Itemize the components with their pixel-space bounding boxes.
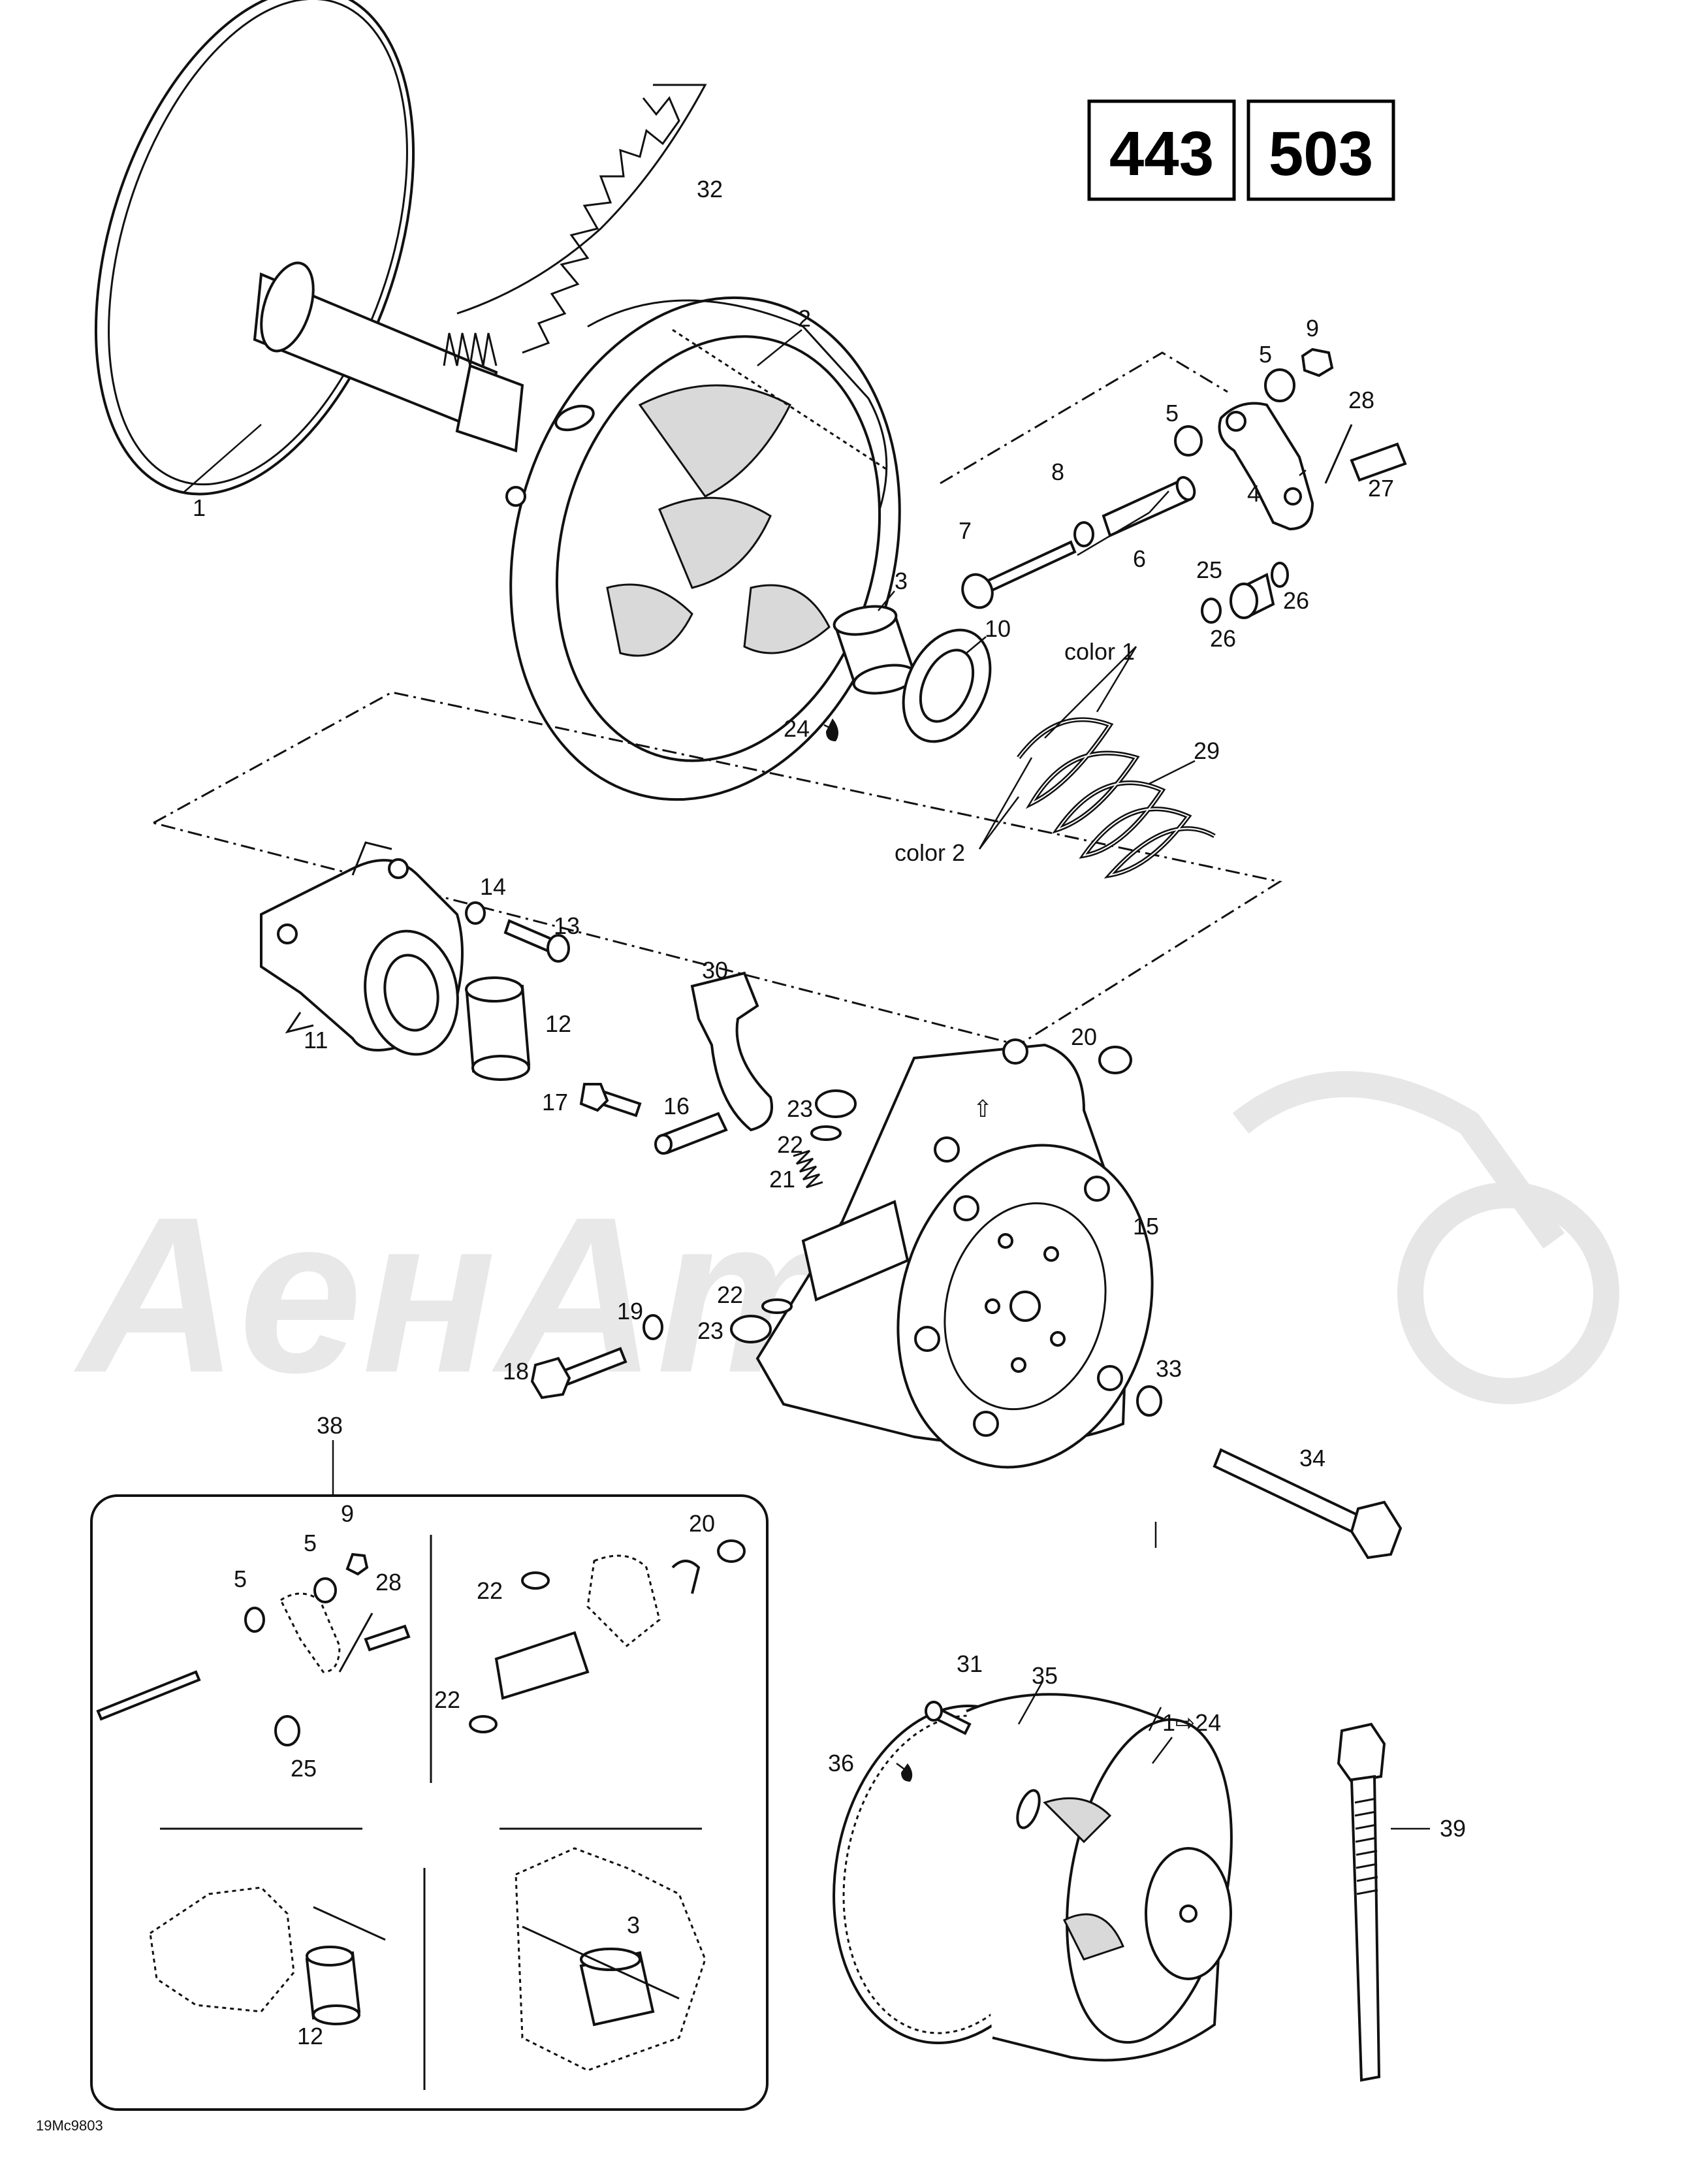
screw-13: [503, 919, 570, 963]
movable-sheave: [505, 296, 901, 801]
label-6: 6: [1133, 545, 1146, 572]
label-26b: 26: [1210, 625, 1236, 652]
label-3: 3: [895, 568, 908, 594]
label-32: 32: [697, 176, 723, 202]
part-labels: 1 2 3 4 5 5 6 7 8 9 10 11 12 13 14 15 16…: [193, 176, 1466, 1842]
label-28: 28: [1348, 387, 1374, 413]
nut-20: [1098, 1046, 1132, 1074]
connector-line: [940, 351, 1228, 485]
label-38: 38: [317, 1412, 343, 1439]
kit-label-28: 28: [375, 1569, 402, 1596]
screw-31: [925, 1701, 972, 1735]
kit-label-3: 3: [627, 1912, 640, 1938]
washer-22a: [810, 1125, 842, 1141]
model-number-443: 443: [1109, 119, 1214, 189]
label-18: 18: [503, 1358, 529, 1385]
label-12: 12: [545, 1010, 571, 1037]
label-range-1-24: 1⇨24: [1162, 1709, 1221, 1736]
washer-19: [643, 1314, 663, 1340]
label-24: 24: [784, 715, 810, 742]
leader-lines: [182, 329, 1430, 1830]
label-11: 11: [304, 1027, 328, 1053]
spring-21: [793, 1149, 823, 1189]
label-2: 2: [798, 305, 811, 332]
kit-label-5b: 5: [234, 1566, 247, 1592]
screw-17: [579, 1083, 642, 1117]
label-9: 9: [1306, 315, 1319, 342]
label-31: 31: [957, 1650, 983, 1677]
ramp-pin: [654, 1112, 728, 1155]
label-34: 34: [1299, 1445, 1325, 1471]
kit-labels: 5 5 9 28 25 20 22 22 12 3: [234, 1500, 715, 2049]
watermark-bike: [1232, 1071, 1565, 1249]
spider: [260, 841, 464, 1056]
roller-23b: [730, 1315, 772, 1343]
governor-cup: ⇧: [755, 1038, 1154, 1469]
drawing-code: 19Mc9803: [36, 2117, 103, 2134]
watermark-wheel: [1397, 1182, 1619, 1404]
label-16: 16: [663, 1093, 690, 1119]
label-17: 17: [542, 1089, 568, 1116]
drive-belt: [456, 84, 707, 354]
label-color-1: color 1: [1064, 638, 1135, 665]
model-box-503: 503: [1246, 99, 1395, 201]
spring-cup: [902, 628, 992, 743]
label-36: 36: [828, 1750, 854, 1776]
label-20: 20: [1071, 1023, 1097, 1050]
bolt-18: [530, 1347, 627, 1400]
washer-14: [465, 901, 486, 925]
model-box-443: 443: [1087, 99, 1236, 201]
label-22a: 22: [777, 1131, 803, 1158]
washer-22b: [761, 1298, 793, 1314]
grease-drop-icon: [901, 1763, 913, 1782]
label-5b: 5: [1166, 400, 1179, 426]
kit-box: [90, 1440, 769, 2111]
label-1: 1: [193, 494, 206, 521]
label-35: 35: [1032, 1662, 1058, 1689]
label-4: 4: [1247, 480, 1260, 507]
label-15: 15: [1133, 1213, 1159, 1240]
label-23b: 23: [697, 1317, 723, 1344]
label-8: 8: [1051, 458, 1064, 485]
label-27: 27: [1368, 475, 1394, 502]
label-22b: 22: [717, 1281, 743, 1308]
bolt-34: [1213, 1448, 1403, 1560]
washer-33: [1136, 1385, 1162, 1417]
lever-assembly: [961, 347, 1407, 624]
label-7: 7: [959, 517, 972, 544]
label-13: 13: [554, 912, 580, 939]
label-21: 21: [769, 1166, 795, 1193]
ramp: [690, 971, 773, 1132]
label-39: 39: [1440, 1815, 1466, 1842]
pressure-spring: [1017, 717, 1216, 879]
kit-label-5a: 5: [304, 1530, 317, 1556]
label-19: 19: [617, 1298, 643, 1325]
kit-label-12: 12: [297, 2023, 323, 2049]
label-25: 25: [1196, 556, 1222, 583]
arrow-mark: ⇧: [973, 1095, 992, 1122]
kit-label-20: 20: [689, 1510, 715, 1537]
kit-label-25: 25: [291, 1755, 317, 1782]
label-5a: 5: [1259, 341, 1272, 368]
kit-label-22b: 22: [434, 1686, 460, 1713]
fixed-sheave: [94, 0, 524, 496]
kit-label-22a: 22: [477, 1577, 503, 1604]
label-color-2: color 2: [895, 839, 965, 866]
label-14: 14: [480, 873, 506, 900]
kit-label-9: 9: [341, 1500, 354, 1527]
roller-23a: [815, 1089, 857, 1118]
label-33: 33: [1156, 1355, 1182, 1382]
label-10: 10: [985, 615, 1011, 642]
spider-bushing: [465, 976, 531, 1081]
label-26a: 26: [1283, 587, 1309, 614]
label-30: 30: [702, 957, 728, 984]
label-23a: 23: [787, 1095, 813, 1122]
clutch-assembly: [833, 1693, 1233, 2062]
bolt-39: [1337, 1722, 1386, 2082]
label-29: 29: [1194, 737, 1220, 764]
kit-boundary-line: [153, 691, 1282, 1046]
model-number-503: 503: [1269, 119, 1373, 189]
